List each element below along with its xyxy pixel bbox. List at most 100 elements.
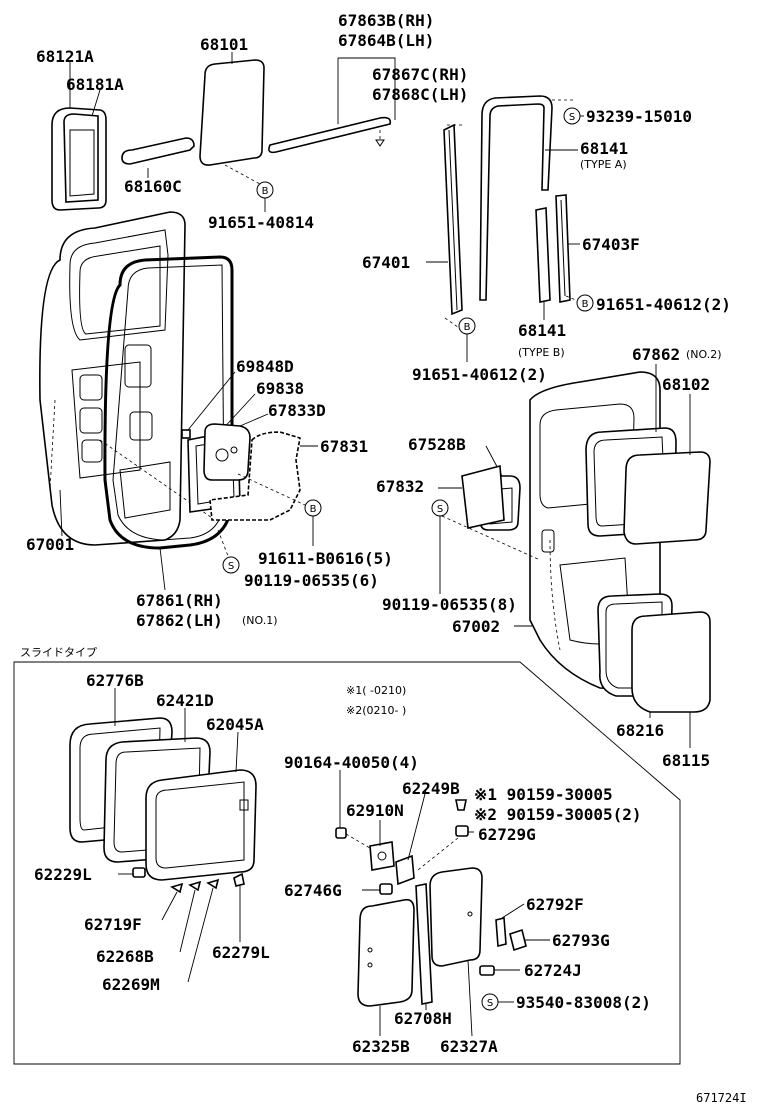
screw-90159 xyxy=(455,799,467,811)
sheet-67831 xyxy=(209,431,301,521)
label-91651-40612-b: 91651-40612(2) xyxy=(412,365,547,384)
label-67831: 67831 xyxy=(320,437,368,456)
label-67528B: 67528B xyxy=(408,435,466,454)
label-62325B: 62325B xyxy=(352,1037,410,1056)
svg-text:B: B xyxy=(310,504,317,515)
label-67861: 67861(RH) xyxy=(136,591,223,610)
label-67862-lh: 67862(LH) xyxy=(136,611,223,630)
quarter-window-68121A xyxy=(51,107,107,211)
svg-text:S: S xyxy=(487,998,493,1009)
label-67832: 67832 xyxy=(376,477,424,496)
label-62045A: 62045A xyxy=(206,715,264,734)
glass-62327A xyxy=(429,867,483,967)
label-67862-no2: 67862 xyxy=(632,345,680,364)
label-slide-type: スライドタイプ xyxy=(20,646,97,659)
screw-symbol-93540: S xyxy=(481,993,499,1011)
bolt-symbol-91651-40612a: B xyxy=(576,294,594,312)
label-90164: 90164-40050(4) xyxy=(284,753,419,772)
label-90159-2: ※2 90159-30005(2) xyxy=(474,805,642,824)
label-62327A: 62327A xyxy=(440,1037,498,1056)
label-67867C: 67867C(RH) xyxy=(372,65,468,84)
screw-90164 xyxy=(335,827,347,839)
label-68141-b-sub: (TYPE B) xyxy=(518,346,565,359)
label-62249B: 62249B xyxy=(402,779,460,798)
label-68141-a-sub: (TYPE A) xyxy=(580,158,627,171)
label-62421D: 62421D xyxy=(156,691,214,710)
svg-text:S: S xyxy=(569,112,575,123)
channel-62708H xyxy=(415,883,433,1005)
label-62793G: 62793G xyxy=(552,931,610,950)
label-67862-no2-sub: (NO.2) xyxy=(686,348,722,361)
svg-text:S: S xyxy=(228,561,234,572)
label-67401: 67401 xyxy=(362,253,410,272)
screw-symbol-93239: S xyxy=(563,107,581,125)
clip-69848D xyxy=(181,429,191,439)
label-68102: 68102 xyxy=(662,375,710,394)
label-note2: ※2(0210- ) xyxy=(346,704,406,717)
diagram-id: 671724I xyxy=(696,1091,747,1105)
label-67862-lh-sub: (NO.1) xyxy=(242,614,278,627)
label-62268B: 62268B xyxy=(96,947,154,966)
label-91651-40814: 91651-40814 xyxy=(208,213,314,232)
label-62792F: 62792F xyxy=(526,895,584,914)
glass-68115 xyxy=(631,611,711,713)
label-91611: 91611-B0616(5) xyxy=(258,549,393,568)
label-90119-a: 90119-06535(6) xyxy=(244,571,379,590)
label-62724J: 62724J xyxy=(524,961,582,980)
channel-67401 xyxy=(443,123,463,316)
channel-68141-typeA xyxy=(479,95,553,301)
label-93239: 93239-15010 xyxy=(586,107,692,126)
part-62268B xyxy=(188,880,202,892)
latch-62249B xyxy=(395,854,415,886)
label-68181A: 68181A xyxy=(66,75,124,94)
label-62776B: 62776B xyxy=(86,671,144,690)
svg-text:B: B xyxy=(582,299,589,310)
weatherstrip-67861 xyxy=(103,255,234,550)
label-68141-b: 68141 xyxy=(518,321,566,340)
label-67403F: 67403F xyxy=(582,235,640,254)
label-90159-1: ※1 90159-30005 xyxy=(474,785,613,804)
part-62746G xyxy=(379,883,393,895)
svg-text:B: B xyxy=(464,322,471,333)
strip-68160C xyxy=(121,137,195,165)
channel-68141-typeB xyxy=(535,207,551,303)
label-62229L: 62229L xyxy=(34,865,92,884)
label-62729G: 62729G xyxy=(478,825,536,844)
label-68160C: 68160C xyxy=(124,177,182,196)
label-67002: 67002 xyxy=(452,617,500,636)
part-62792F xyxy=(495,916,507,948)
label-67864B: 67864B(LH) xyxy=(338,31,434,50)
label-62746G: 62746G xyxy=(284,881,342,900)
bolt-symbol-91611: B xyxy=(304,499,322,517)
label-67833D: 67833D xyxy=(268,401,326,420)
svg-text:S: S xyxy=(437,504,443,515)
label-68115: 68115 xyxy=(662,751,710,770)
glass-68102 xyxy=(623,451,711,545)
door-panel-67001 xyxy=(39,211,186,546)
part-62724J xyxy=(479,965,495,976)
screw-symbol-90119a: S xyxy=(222,556,240,574)
panel-67832 xyxy=(461,464,505,529)
label-68216: 68216 xyxy=(616,721,664,740)
channel-67403F xyxy=(555,194,571,303)
cover-67833D xyxy=(203,423,251,481)
part-62269M xyxy=(206,878,220,890)
part-62719F xyxy=(170,882,184,894)
part-62793G xyxy=(509,928,527,952)
label-62719F: 62719F xyxy=(84,915,142,934)
label-91651-40612-a: 91651-40612(2) xyxy=(596,295,731,314)
frame-62045A xyxy=(145,769,257,881)
label-62708H: 62708H xyxy=(394,1009,452,1028)
label-67868C: 67868C(LH) xyxy=(372,85,468,104)
label-note1: ※1( -0210) xyxy=(346,684,406,697)
glass-68101 xyxy=(199,59,265,166)
label-93540: 93540-83008(2) xyxy=(516,993,651,1012)
label-67001: 67001 xyxy=(26,535,74,554)
label-62910N: 62910N xyxy=(346,801,404,820)
bolt-symbol-91651-40612b: B xyxy=(458,317,476,335)
bolt-symbol-91651-40814: B xyxy=(256,181,274,199)
part-labels: 68121A 68181A 68160C 68101 67863B(RH) 67… xyxy=(20,11,747,1105)
part-62729G xyxy=(455,825,469,837)
label-69848D: 69848D xyxy=(236,357,294,376)
